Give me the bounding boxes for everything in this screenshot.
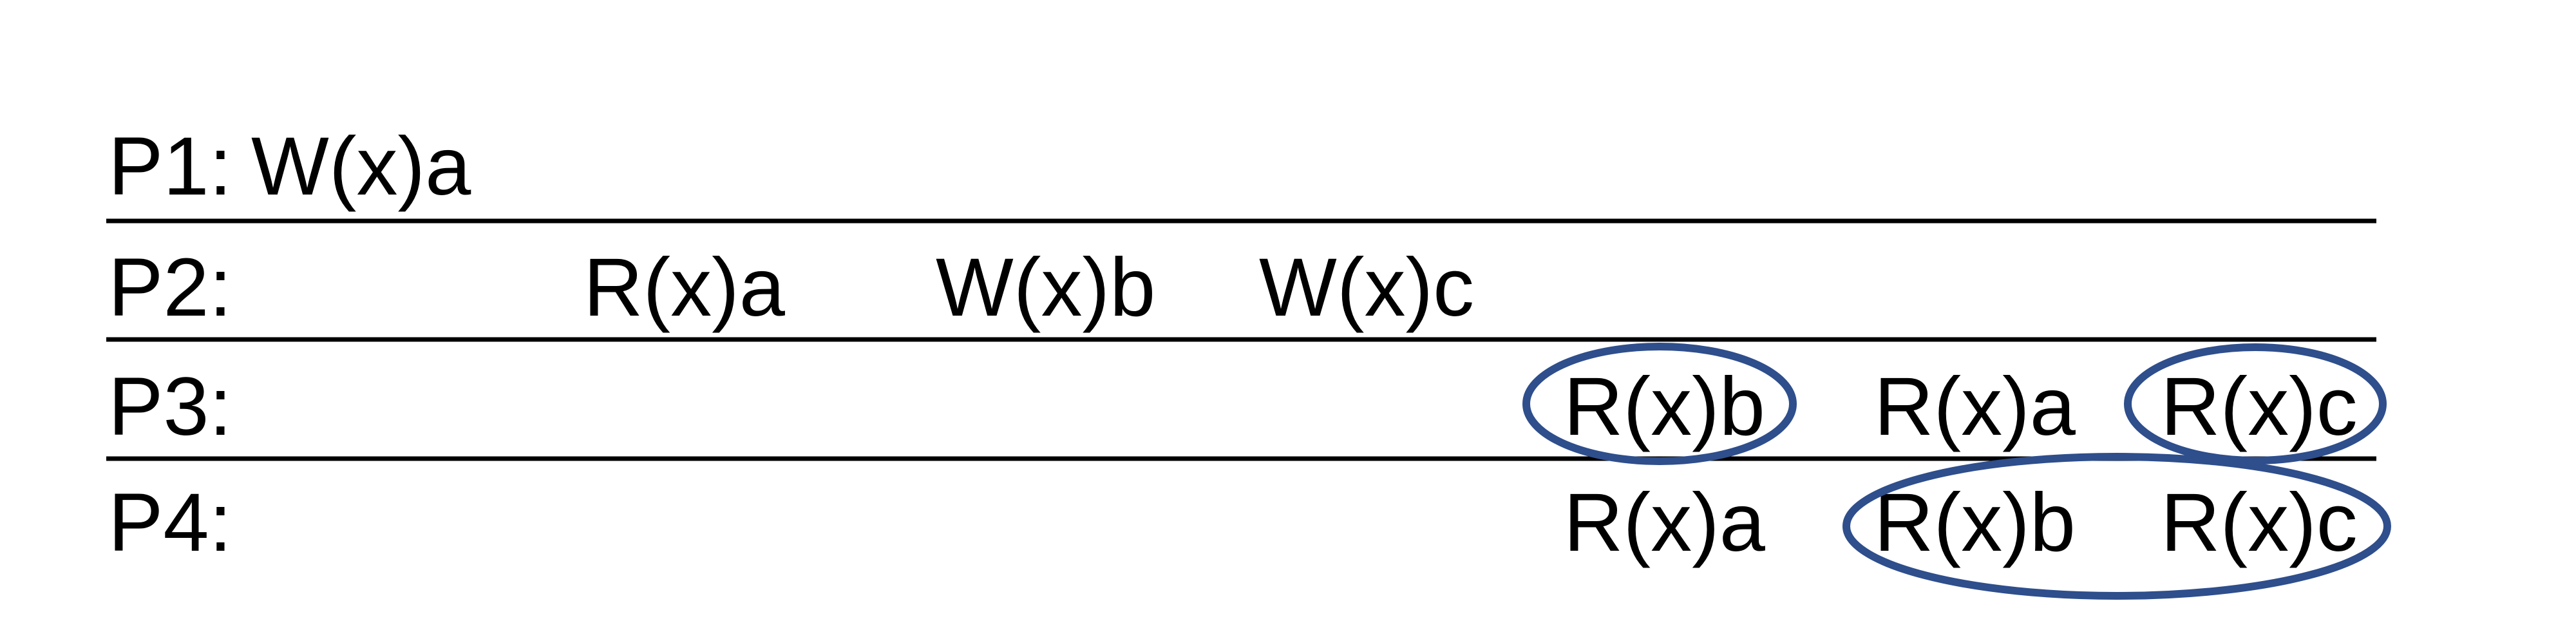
op-p4-read-a: R(x)a: [1564, 477, 1766, 569]
op-p1-write-a: W(x)a: [251, 120, 471, 213]
op-p2-write-b: W(x)b: [936, 242, 1155, 334]
op-p2-read-a: R(x)a: [583, 242, 786, 334]
op-p3-read-b: R(x)b: [1564, 361, 1765, 453]
highlight-ellipse-p3-read-c: [2124, 343, 2387, 464]
op-p4-read-b: R(x)b: [1874, 477, 2076, 569]
op-p3-read-a: R(x)a: [1874, 361, 2076, 453]
highlight-ellipse-p4-read-b-c: [1842, 453, 2391, 600]
process-label-p3: P3:: [108, 361, 232, 453]
process-label-p4: P4:: [108, 477, 232, 569]
process-label-p2: P2:: [108, 242, 232, 334]
process-label-p1: P1:: [108, 120, 232, 213]
op-p4-read-c: R(x)c: [2161, 477, 2358, 569]
op-p3-read-c: R(x)c: [2161, 361, 2358, 453]
highlight-ellipse-p3-read-b: [1522, 343, 1797, 465]
op-p2-write-c: W(x)c: [1259, 242, 1474, 334]
